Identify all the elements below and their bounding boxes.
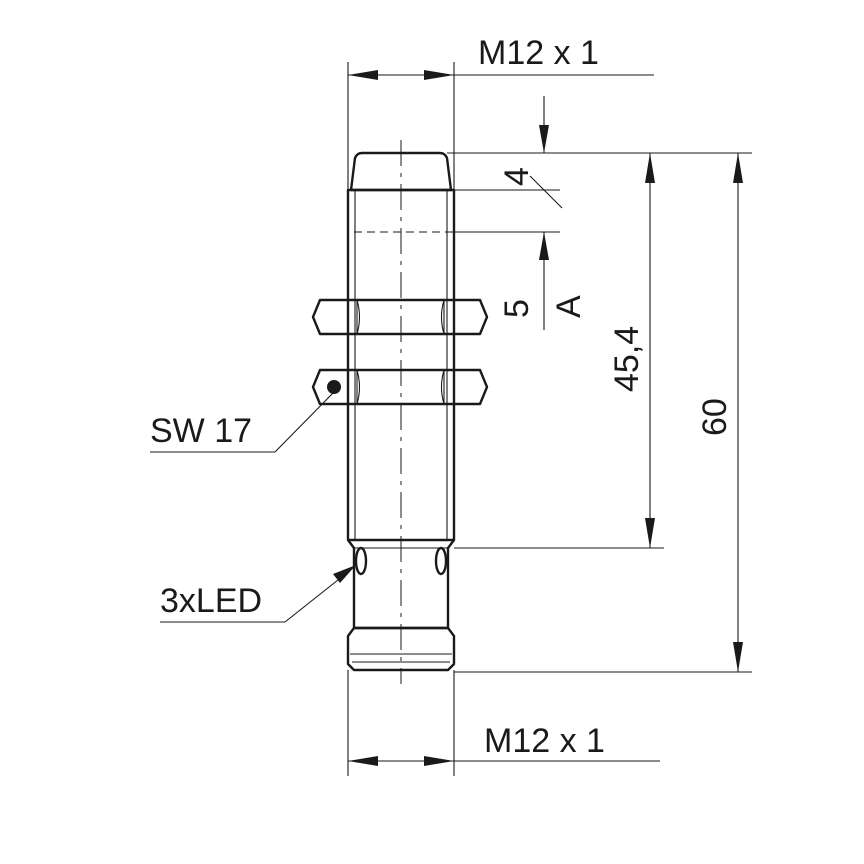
dim-5-label: 5 [498,299,536,318]
dim-45-4-label: 45,4 [608,326,646,392]
dim-4-label: 4 [498,167,536,186]
thread-top-label: M12 x 1 [478,34,599,72]
connector-m12 [346,626,456,672]
hex-nut-upper [311,298,489,336]
dim-60: 60 [454,153,752,673]
leader-wrench-size: SW 17 [150,391,335,453]
sensing-face-cap [349,151,453,192]
led-window-left [354,546,368,576]
dim-small-offsets: 4 5 A [447,96,752,330]
dim-60-label: 60 [696,398,734,436]
thread-bottom-label: M12 x 1 [484,722,605,760]
hex-nut-lower [311,368,489,406]
led-label: 3xLED [160,582,262,620]
led-window-right [434,546,448,576]
dim-45-4: 45,4 [454,153,664,549]
sensor-body [346,140,456,684]
leader-led: 3xLED [160,565,356,623]
dim-thread-bottom: M12 x 1 [347,670,660,776]
led-dot-marker [327,380,341,394]
dim-A-label: A [550,295,588,318]
dim-thread-top: M12 x 1 [347,34,654,190]
wrench-size-label: SW 17 [150,412,252,450]
